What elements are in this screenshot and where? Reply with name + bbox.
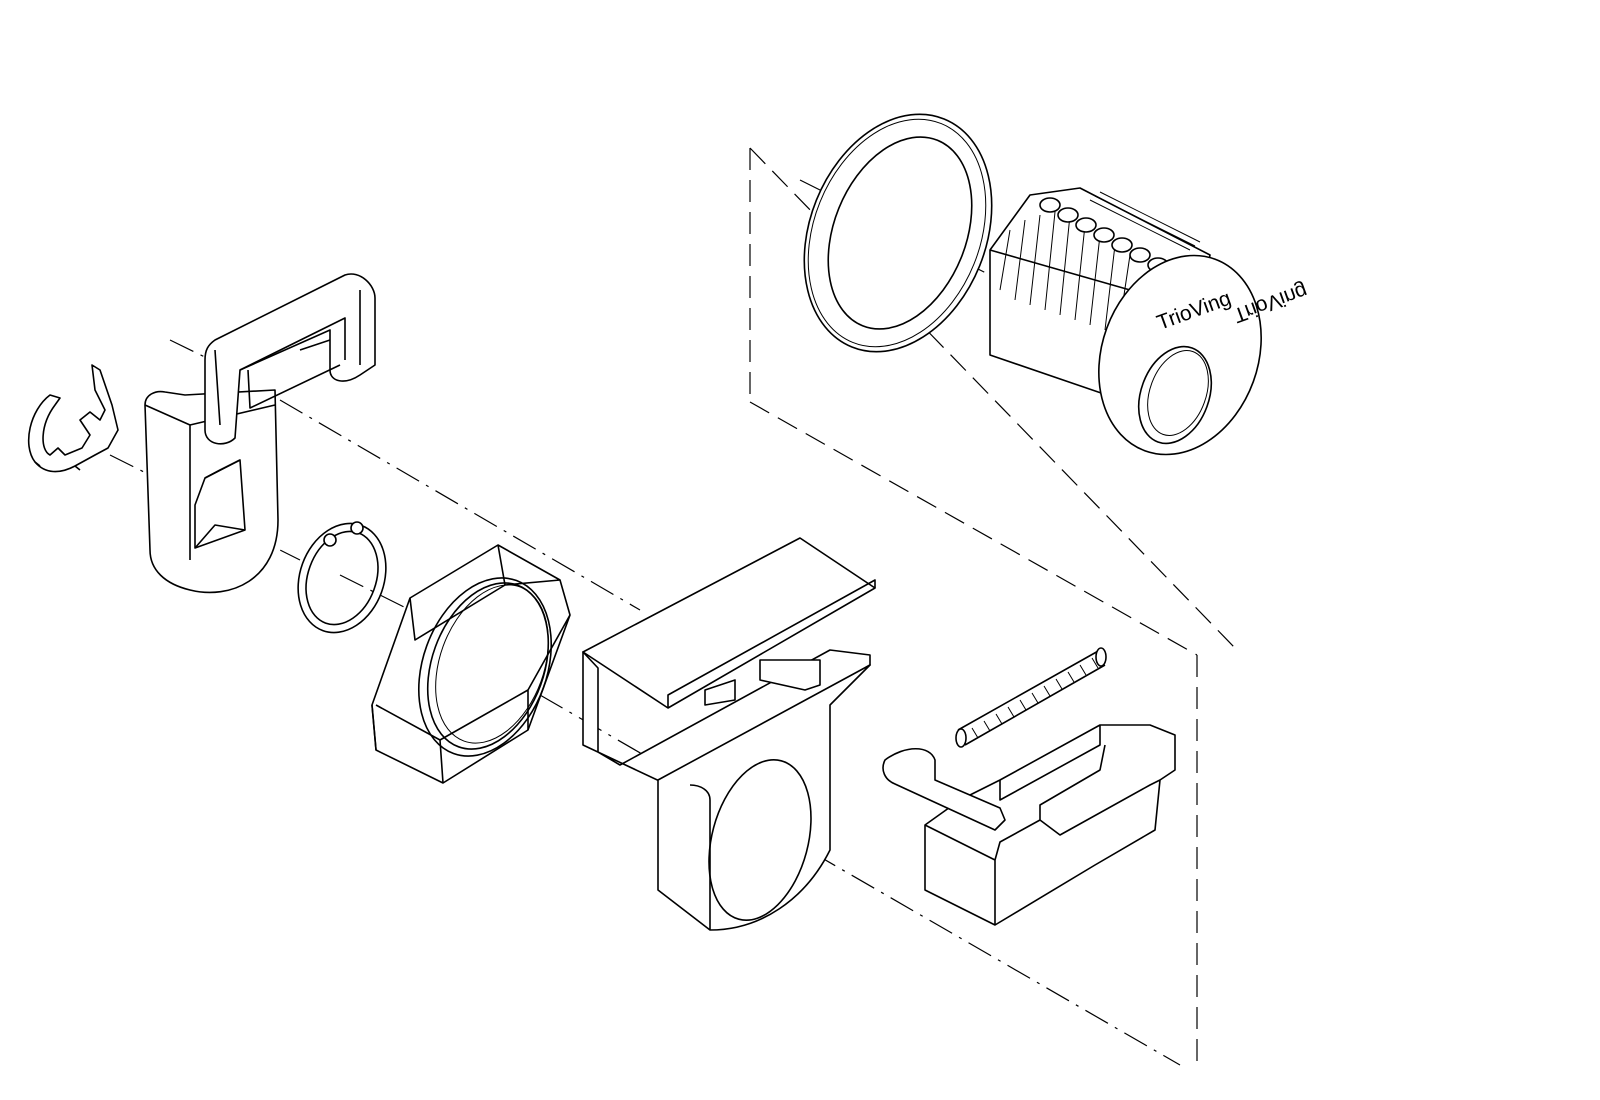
sealing-ring bbox=[803, 113, 993, 353]
housing-bracket bbox=[582, 537, 876, 931]
e-clip bbox=[27, 364, 119, 473]
lock-cylinder: TrioVing TrioVing bbox=[989, 187, 1311, 456]
slide-bolt bbox=[882, 724, 1176, 926]
hex-nut bbox=[371, 544, 571, 784]
spring bbox=[955, 647, 1107, 748]
retaining-ring bbox=[297, 521, 387, 634]
pin-holes bbox=[1039, 197, 1169, 273]
cam-bracket bbox=[144, 273, 376, 594]
